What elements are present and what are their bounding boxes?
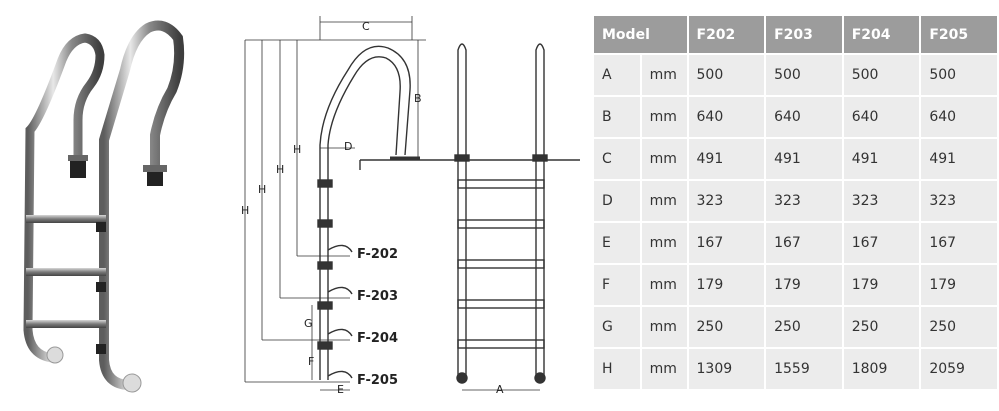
unit-cell: mm <box>641 97 687 137</box>
dim-label-h1: H <box>293 143 301 156</box>
unit-cell: mm <box>641 265 687 305</box>
unit-cell: mm <box>641 139 687 179</box>
ladder-photo <box>23 20 185 393</box>
param-cell: C <box>594 139 640 179</box>
param-cell: D <box>594 181 640 221</box>
value-cell: 640 <box>766 97 842 137</box>
header-f202: F202 <box>688 16 765 53</box>
unit-cell: mm <box>641 55 687 95</box>
param-cell: B <box>594 97 640 137</box>
unit-cell: mm <box>641 349 687 389</box>
table-header-row: Model F202 F203 F204 F205 <box>594 16 997 53</box>
header-f204: F204 <box>843 16 920 53</box>
value-cell: 491 <box>921 139 997 179</box>
model-label-f205: F-205 <box>357 373 398 388</box>
param-cell: H <box>594 349 640 389</box>
value-cell: 640 <box>688 97 765 137</box>
header-model: Model <box>594 16 687 53</box>
value-cell: 250 <box>688 307 765 347</box>
model-label-f203: F-203 <box>357 289 398 304</box>
param-cell: A <box>594 55 640 95</box>
unit-cell: mm <box>641 181 687 221</box>
header-f205: F205 <box>921 16 997 53</box>
model-label-f202: F-202 <box>357 247 398 262</box>
technical-drawing: C B D H H H H G F E A F-202 F-203 F-204 … <box>241 16 580 396</box>
value-cell: 250 <box>766 307 842 347</box>
value-cell: 1559 <box>766 349 842 389</box>
value-cell: 167 <box>843 223 920 263</box>
value-cell: 2059 <box>921 349 997 389</box>
value-cell: 500 <box>766 55 842 95</box>
value-cell: 323 <box>843 181 920 221</box>
value-cell: 1809 <box>843 349 920 389</box>
value-cell: 491 <box>843 139 920 179</box>
dim-label-d: D <box>344 140 352 153</box>
value-cell: 167 <box>766 223 842 263</box>
value-cell: 179 <box>688 265 765 305</box>
side-view <box>244 16 580 391</box>
value-cell: 323 <box>688 181 765 221</box>
value-cell: 167 <box>688 223 765 263</box>
value-cell: 1309 <box>688 349 765 389</box>
value-cell: 500 <box>921 55 997 95</box>
front-view <box>454 43 548 391</box>
value-cell: 250 <box>843 307 920 347</box>
param-cell: E <box>594 223 640 263</box>
value-cell: 179 <box>921 265 997 305</box>
value-cell: 167 <box>921 223 997 263</box>
dim-label-c: C <box>362 20 370 33</box>
value-cell: 179 <box>766 265 842 305</box>
value-cell: 500 <box>688 55 765 95</box>
model-label-f204: F-204 <box>357 331 398 346</box>
value-cell: 491 <box>766 139 842 179</box>
value-cell: 500 <box>843 55 920 95</box>
param-cell: G <box>594 307 640 347</box>
param-cell: F <box>594 265 640 305</box>
value-cell: 250 <box>921 307 997 347</box>
dim-label-h2: H <box>276 163 284 176</box>
value-cell: 491 <box>688 139 765 179</box>
header-f203: F203 <box>766 16 842 53</box>
dim-label-a: A <box>496 383 504 396</box>
value-cell: 640 <box>843 97 920 137</box>
dim-label-b: B <box>414 92 422 105</box>
value-cell: 323 <box>921 181 997 221</box>
dim-label-e: E <box>337 383 344 396</box>
value-cell: 640 <box>921 97 997 137</box>
dim-label-h4: H <box>241 204 249 217</box>
dim-label-h3: H <box>258 183 266 196</box>
value-cell: 179 <box>843 265 920 305</box>
unit-cell: mm <box>641 307 687 347</box>
value-cell: 323 <box>766 181 842 221</box>
unit-cell: mm <box>641 223 687 263</box>
dim-label-g: G <box>304 317 313 330</box>
dim-label-f: F <box>308 355 314 368</box>
